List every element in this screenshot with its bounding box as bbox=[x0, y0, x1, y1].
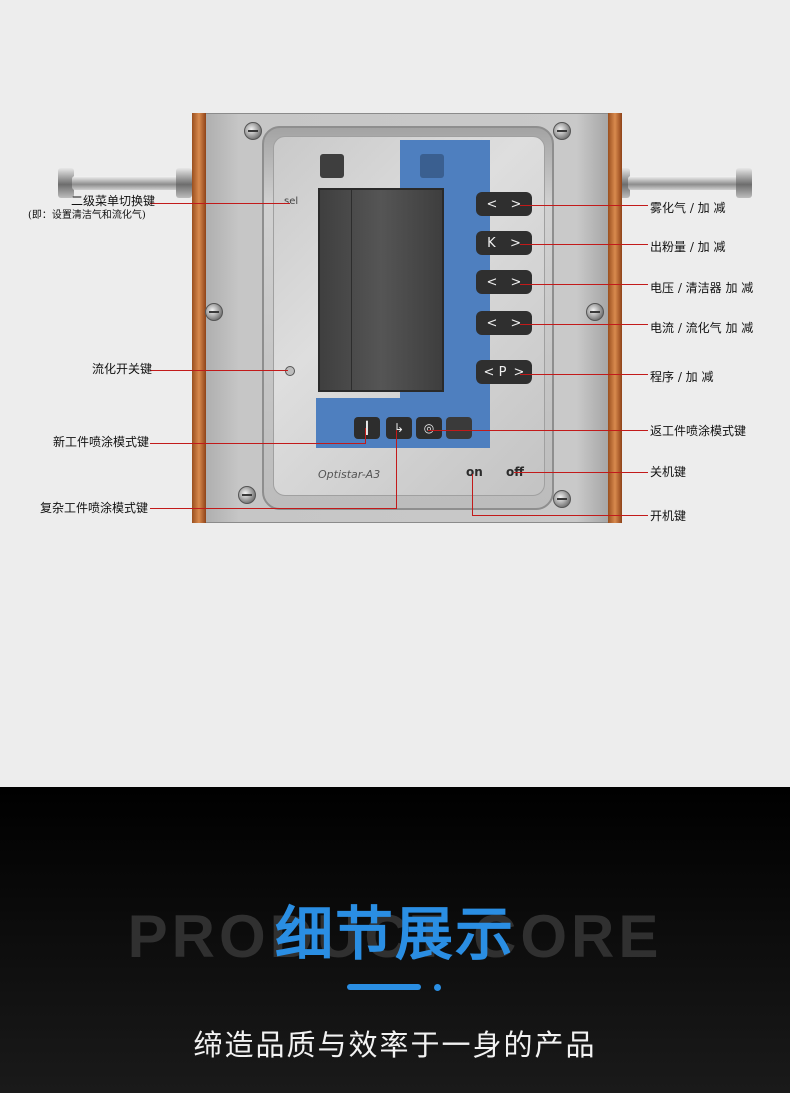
screw-icon bbox=[205, 303, 223, 321]
copper-side-left bbox=[192, 113, 206, 523]
banner-subtitle: 缔造品质与效率于一身的产品 bbox=[193, 1028, 597, 1062]
callout-power-off: 关机键 bbox=[650, 465, 687, 479]
callout-voltage: 电压 / 清洁器 加 减 bbox=[650, 281, 754, 295]
callout-atomizing: 雾化气 / 加 减 bbox=[650, 201, 726, 215]
atomizing-adjust-keys[interactable]: <> bbox=[476, 192, 532, 216]
screw-icon bbox=[553, 490, 571, 508]
callout-line bbox=[514, 472, 648, 473]
screw-icon bbox=[586, 303, 604, 321]
callout-current: 电流 / 流化气 加 减 bbox=[650, 321, 754, 335]
callout-complex-workpiece: 复杂工件喷涂模式键 bbox=[40, 501, 149, 515]
callout-line bbox=[150, 203, 290, 204]
callout-line bbox=[428, 430, 648, 431]
callout-new-workpiece: 新工件喷涂模式键 bbox=[53, 435, 150, 449]
callout-line bbox=[520, 284, 648, 285]
fluidizing-switch-button[interactable] bbox=[285, 366, 295, 376]
screw-icon bbox=[238, 486, 256, 504]
callout-line bbox=[150, 443, 365, 444]
callout-fluidizing-switch: 流化开关键 bbox=[92, 362, 153, 376]
callout-power-on: 开机键 bbox=[650, 509, 687, 523]
powder-output-adjust-keys[interactable]: K> bbox=[476, 231, 532, 255]
copper-side-right bbox=[608, 113, 622, 523]
callout-menu-switch: 二级菜单切换键 bbox=[71, 194, 156, 208]
banner-watermark: PRODUCT CORE bbox=[127, 903, 663, 970]
callout-line bbox=[520, 324, 648, 325]
new-workpiece-mode-button[interactable]: ┃ bbox=[354, 417, 380, 439]
banner-title: 细节展示 bbox=[274, 900, 515, 968]
voltage-adjust-keys[interactable]: <> bbox=[476, 270, 532, 294]
return-workpiece-mode-button[interactable]: ◎ bbox=[416, 417, 442, 439]
screw-icon bbox=[553, 122, 571, 140]
callout-line bbox=[520, 205, 648, 206]
menu-icon[interactable] bbox=[320, 154, 344, 178]
current-adjust-keys[interactable]: <> bbox=[476, 311, 532, 335]
grid-icon[interactable] bbox=[420, 154, 444, 178]
complex-workpiece-mode-button[interactable]: ↳ bbox=[386, 417, 412, 439]
callout-return-workpiece: 返工件喷涂模式键 bbox=[650, 424, 747, 438]
power-on-button[interactable]: on bbox=[466, 465, 483, 479]
accent-dot bbox=[434, 984, 441, 991]
callout-line bbox=[520, 244, 648, 245]
callout-line bbox=[150, 508, 396, 509]
callout-line bbox=[520, 374, 648, 375]
lcd-display bbox=[318, 188, 444, 392]
callout-line bbox=[365, 428, 366, 444]
callout-program: 程序 / 加 减 bbox=[650, 370, 714, 384]
sel-key-label[interactable]: sel bbox=[284, 196, 299, 207]
callout-menu-switch-note: (即：设置清洁气和流化气) bbox=[28, 210, 146, 221]
callout-line bbox=[472, 515, 648, 516]
program-adjust-keys[interactable]: < P> bbox=[476, 360, 532, 384]
model-name: Optistar-A3 bbox=[318, 468, 381, 481]
left-air-fitting bbox=[58, 168, 198, 198]
right-air-fitting bbox=[612, 168, 752, 198]
callout-line bbox=[396, 430, 397, 509]
screw-icon bbox=[244, 122, 262, 140]
callout-line bbox=[472, 474, 473, 516]
callout-line bbox=[150, 370, 288, 371]
banner bbox=[0, 787, 790, 1093]
accent-bar bbox=[347, 984, 421, 990]
callout-powder-output: 出粉量 / 加 减 bbox=[650, 240, 726, 254]
blank-key[interactable] bbox=[446, 417, 472, 439]
